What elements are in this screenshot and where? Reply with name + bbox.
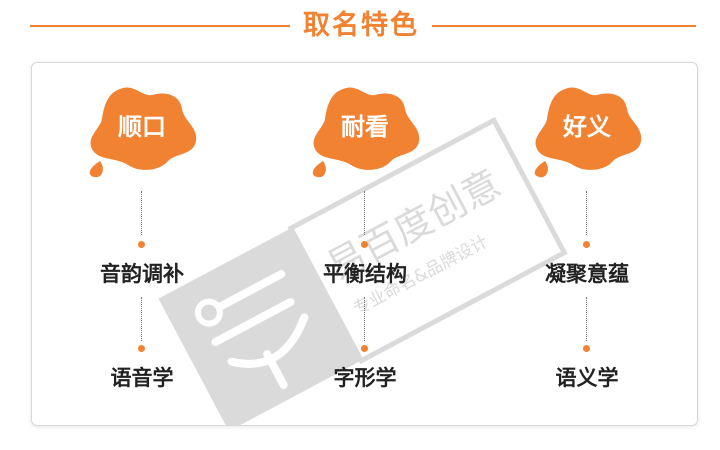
bullet-dot	[583, 241, 590, 248]
discipline-label: 字形学	[333, 366, 397, 390]
header-line-left	[30, 25, 290, 27]
section-header: 取名特色	[0, 0, 720, 56]
feature-column-smooth: 顺口 音韵调补 语音学	[72, 63, 212, 425]
badge-label: 顺口	[118, 113, 166, 141]
section-title: 取名特色	[303, 10, 419, 41]
header-line-right	[432, 25, 696, 27]
bullet-dot	[138, 241, 145, 248]
dotted-connector	[586, 191, 587, 235]
feature-column-pleasing: 耐看 平衡结构 字形学	[295, 63, 435, 425]
feature-column-meaning: 好义 凝聚意蕴 语义学	[517, 63, 657, 425]
method-label: 平衡结构	[323, 262, 407, 286]
badge-blob: 好义	[517, 83, 657, 178]
bullet-dot	[361, 345, 368, 352]
blob-shape	[89, 87, 197, 178]
dotted-connector	[364, 297, 365, 341]
method-label: 凝聚意蕴	[545, 262, 629, 286]
discipline-label: 语义学	[555, 366, 619, 390]
bullet-dot	[138, 345, 145, 352]
dotted-connector	[364, 191, 365, 235]
dotted-connector	[141, 191, 142, 235]
discipline-label: 语音学	[110, 366, 174, 390]
badge-blob: 顺口	[72, 83, 212, 178]
dotted-connector	[141, 297, 142, 341]
bullet-dot	[361, 241, 368, 248]
dotted-connector	[586, 297, 587, 341]
features-card: 易百度创意 专业命名&品牌设计 顺口 音韵调补 语音学 耐看	[31, 62, 698, 426]
method-label: 音韵调补	[100, 262, 184, 286]
blob-shape	[534, 87, 642, 178]
badge-label: 好义	[563, 113, 611, 141]
blob-shape	[312, 87, 420, 178]
badge-label: 耐看	[341, 113, 389, 141]
badge-blob: 耐看	[295, 83, 435, 178]
bullet-dot	[583, 345, 590, 352]
